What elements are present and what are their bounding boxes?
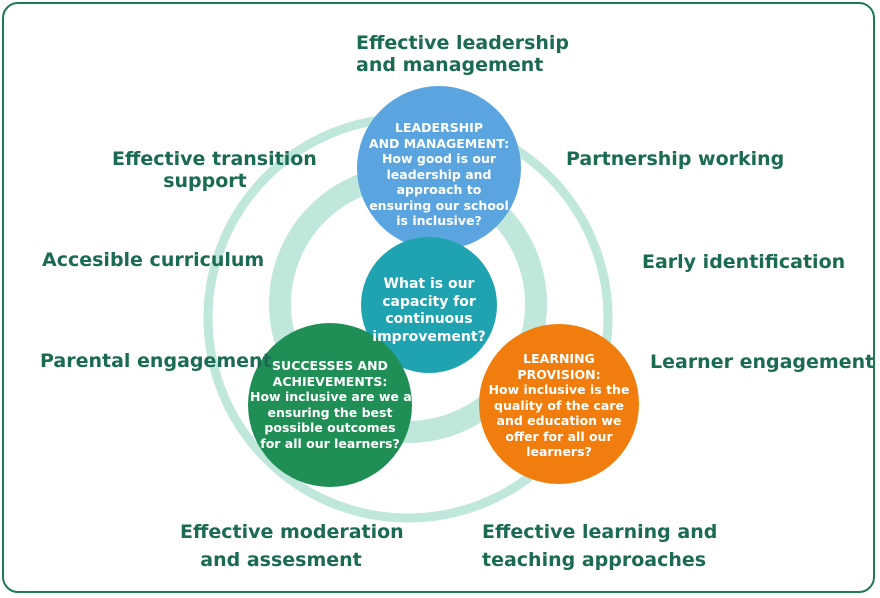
circle-text-line: quality of the care	[494, 397, 624, 413]
label-learner-engagement: Learner engagement	[650, 351, 875, 373]
label-line: and assesment	[200, 549, 362, 571]
circle-text-line: SUCCESSES AND	[272, 358, 388, 373]
circle-text-line: How inclusive is the	[488, 382, 630, 397]
leadership-circle-text: LEADERSHIP AND MANAGEMENT: How good is o…	[359, 120, 519, 229]
circle-text-line: offer for all our	[505, 428, 613, 444]
circle-text-line: How good is our	[381, 151, 497, 166]
circle-text-line: LEADERSHIP	[395, 120, 483, 135]
circle-text-line: ensuring the best	[267, 404, 393, 420]
circle-text-line: learners?	[526, 444, 592, 459]
circle-text-line: possible outcomes	[264, 420, 396, 435]
label-accesible-curriculum: Accesible curriculum	[42, 249, 265, 271]
label-early-identification: Early identification	[642, 251, 846, 273]
capacity-circle-text: What is our capacity for continuous impr…	[369, 276, 489, 346]
learning-provision-circle	[479, 324, 639, 484]
label-line: Effective learning and	[482, 521, 718, 543]
label-transition-support: Effective transition support	[112, 148, 317, 192]
label-line: Effective moderation	[180, 521, 404, 543]
circle-text-line: continuous	[385, 311, 473, 327]
circle-text-line: is inclusive?	[396, 213, 482, 228]
circle-text-line: What is our	[383, 276, 475, 292]
label-partnership-working: Partnership working	[566, 148, 785, 170]
circle-text-line: PROVISION:	[517, 366, 601, 382]
circle-text-line: and education we	[496, 413, 622, 428]
label-parental-engagement: Parental engagement	[40, 350, 272, 372]
successes-circle	[248, 323, 412, 487]
circle-text-line: capacity for	[382, 293, 476, 310]
circle-text-line: ensuring our school	[369, 197, 509, 213]
label-line: Effective leadership	[356, 32, 570, 54]
learning-provision-circle-text: LEARNING PROVISION: How inclusive is the…	[484, 351, 634, 460]
leadership-circle	[357, 86, 521, 250]
label-learning-teaching: Effective learning and teaching approach…	[482, 518, 718, 574]
label-line: Effective transition	[112, 148, 317, 170]
circle-text-line: for all our learners?	[260, 435, 400, 451]
circle-text-line: LEARNING	[523, 351, 595, 366]
circle-text-line: approach to	[396, 182, 482, 197]
label-line: and management	[356, 54, 544, 76]
circle-text-line: ACHIEVEMENTS:	[272, 373, 388, 389]
successes-circle-text: SUCCESSES AND ACHIEVEMENTS: How inclusiv…	[250, 358, 418, 451]
label-line: teaching approaches	[482, 549, 707, 571]
circle-text-line: AND MANAGEMENT:	[368, 135, 510, 151]
circle-text-line: improvement?	[372, 328, 486, 345]
label-effective-leadership: Effective leadership and management	[356, 32, 569, 76]
label-line: support	[163, 170, 247, 192]
circle-text-line: How inclusive are we at	[250, 389, 418, 404]
label-moderation-assesment: Effective moderation and assesment	[180, 518, 404, 574]
capacity-circle	[361, 237, 497, 373]
circle-text-line: leadership and	[386, 166, 492, 182]
